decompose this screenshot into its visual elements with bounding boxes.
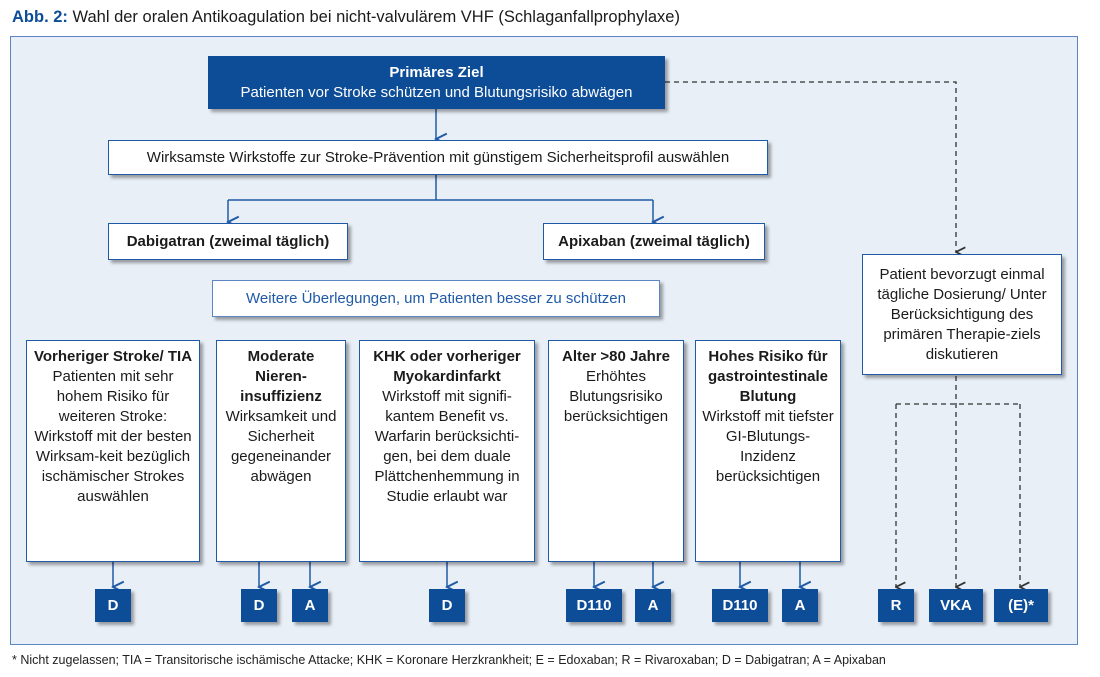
card-chd-infarction: KHK oder vorheriger Myokardinfarkt Wirks… <box>359 340 535 562</box>
dashed-goal-preference <box>665 81 956 252</box>
primary-goal-text: Patienten vor Stroke schützen und Blutun… <box>240 84 633 101</box>
card-age-text: Erhöhtes Blutungsrisiko berücksichtigen <box>563 368 669 425</box>
tag-apixaban: A <box>635 589 671 622</box>
patient-preference-box: Patient bevorzugt einmal tägliche Dosier… <box>862 254 1062 375</box>
tag-vka: VKA <box>929 589 983 622</box>
card-gi-title: Hohes Risiko für gastrointestinale Blutu… <box>707 348 829 405</box>
figure-title: Abb. 2: Wahl der oralen Antikoagulation … <box>12 8 680 27</box>
card-chd-title: KHK oder vorheriger Myokardinfarkt <box>373 348 521 385</box>
card-chd-text: Wirkstoff mit signifi-kantem Benefit vs.… <box>374 388 520 505</box>
tag-apixaban: A <box>782 589 818 622</box>
card-prior-stroke: Vorheriger Stroke/ TIA Patienten mit seh… <box>26 340 200 562</box>
tag-dabigatran: D <box>429 589 465 622</box>
patient-preference-text: Patient bevorzugt einmal tägliche Dosier… <box>877 265 1047 363</box>
card-age-title: Alter >80 Jahre <box>562 348 670 365</box>
apixaban-box: Apixaban (zweimal täglich) <box>543 223 765 260</box>
card-gi-bleeding: Hohes Risiko für gastrointestinale Blutu… <box>695 340 841 562</box>
primary-goal-heading: Primäres Ziel <box>389 64 484 81</box>
card-prior-stroke-text: Patienten mit sehr hohem Risiko für weit… <box>34 368 192 505</box>
further-considerations-box: Weitere Überlegungen, um Patienten besse… <box>212 280 660 317</box>
tag-edoxaban: (E)* <box>994 589 1048 622</box>
select-substances-box: Wirksamste Wirkstoffe zur Stroke-Prävent… <box>108 140 768 175</box>
tag-apixaban: A <box>292 589 328 622</box>
card-gi-text: Wirkstoff mit tiefster GI-Blutungs-Inzid… <box>702 408 834 485</box>
dabigatran-box: Dabigatran (zweimal täglich) <box>108 223 348 260</box>
tag-dabigatran: D <box>241 589 277 622</box>
card-renal-insufficiency: Moderate Nieren-insuffizienz Wirksamkeit… <box>216 340 346 562</box>
tag-rivaroxaban: R <box>878 589 914 622</box>
figure-title-text: Wahl der oralen Antikoagulation bei nich… <box>72 8 680 26</box>
card-age-over-80: Alter >80 Jahre Erhöhtes Blutungsrisiko … <box>548 340 684 562</box>
card-renal-text: Wirksamkeit und Sicherheit gegeneinander… <box>225 408 337 485</box>
further-considerations-text: Weitere Überlegungen, um Patienten besse… <box>246 289 626 307</box>
tag-dabigatran-110: D110 <box>712 589 768 622</box>
figure-label: Abb. 2: <box>12 8 68 26</box>
tag-dabigatran: D <box>95 589 131 622</box>
select-substances-text: Wirksamste Wirkstoffe zur Stroke-Prävent… <box>146 148 730 166</box>
apixaban-label: Apixaban (zweimal täglich) <box>558 232 750 250</box>
tag-dabigatran-110: D110 <box>566 589 622 622</box>
footnote: * Nicht zugelassen; TIA = Transitorische… <box>12 653 886 667</box>
primary-goal-box: Primäres Ziel Patienten vor Stroke schüt… <box>208 56 665 109</box>
dabigatran-label: Dabigatran (zweimal täglich) <box>126 232 330 250</box>
card-renal-title: Moderate Nieren-insuffizienz <box>240 348 322 405</box>
card-prior-stroke-title: Vorheriger Stroke/ TIA <box>33 348 193 365</box>
